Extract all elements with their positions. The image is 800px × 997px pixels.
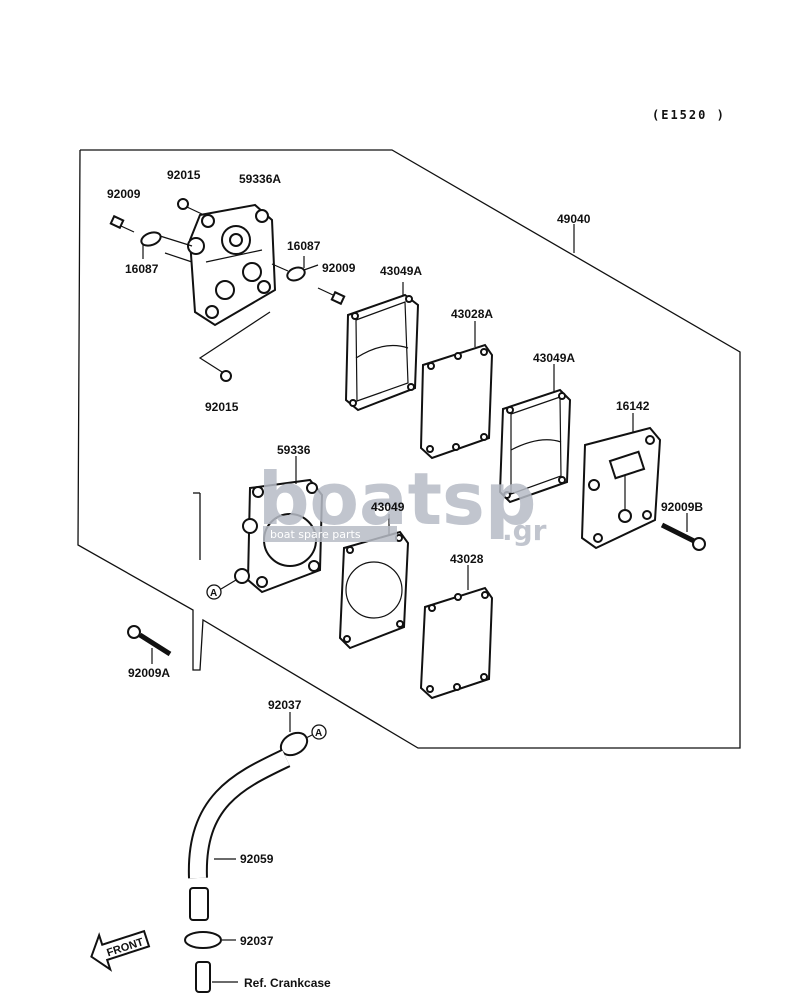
label-49040: 49040 bbox=[557, 212, 591, 226]
label-92009-right: 92009 bbox=[322, 261, 356, 275]
label-92015-top: 92015 bbox=[167, 168, 201, 182]
label-43049A-2: 43049A bbox=[533, 351, 575, 365]
gasket-43049 bbox=[338, 530, 410, 650]
label-92015-bottom: 92015 bbox=[205, 400, 239, 414]
label-92037-bottom: 92037 bbox=[240, 934, 274, 948]
leader-92015-bottom bbox=[198, 311, 271, 373]
pump-body-59336A bbox=[187, 203, 277, 327]
leader-body bbox=[164, 252, 193, 263]
label-59336: 59336 bbox=[277, 443, 311, 457]
label-92059: 92059 bbox=[240, 852, 274, 866]
svg-text:A: A bbox=[210, 588, 217, 599]
label-43028: 43028 bbox=[450, 552, 484, 566]
svg-text:boat spare parts: boat spare parts bbox=[270, 528, 361, 541]
label-16142: 16142 bbox=[616, 399, 650, 413]
fitting-16087-right bbox=[271, 263, 319, 282]
label-92009B: 92009B bbox=[661, 500, 703, 514]
bolt-92009B bbox=[660, 522, 706, 551]
cover-16142 bbox=[580, 426, 662, 550]
cap-92015-bottom bbox=[220, 370, 232, 382]
hose-fitting bbox=[189, 887, 209, 921]
label-43049: 43049 bbox=[371, 500, 405, 514]
bolt-92009A bbox=[127, 625, 172, 657]
front-arrow-icon: FRONT bbox=[90, 929, 151, 972]
connector-marker-a-2: A bbox=[305, 724, 327, 740]
cap-92015-top bbox=[177, 198, 189, 210]
svg-text:A: A bbox=[315, 728, 322, 739]
clamp-92037-bottom bbox=[184, 931, 222, 949]
leader-92015-top bbox=[186, 206, 205, 216]
gasket-43049A-1 bbox=[344, 293, 420, 412]
diaphragm-43028 bbox=[419, 586, 494, 700]
label-92009-left: 92009 bbox=[107, 187, 141, 201]
watermark: boatsp .gr boat spare parts bbox=[258, 457, 547, 547]
label-43028A: 43028A bbox=[451, 307, 493, 321]
label-92037-top: 92037 bbox=[268, 698, 302, 712]
fitting-16087-left bbox=[140, 231, 193, 247]
label-59336A: 59336A bbox=[239, 172, 281, 186]
label-ref-crankcase: Ref. Crankcase bbox=[244, 976, 331, 990]
label-16087-left: 16087 bbox=[125, 262, 159, 276]
bolt-92009-right bbox=[317, 287, 346, 306]
diaphragm-43028A bbox=[419, 343, 494, 460]
diagram-code: (E1520 ) bbox=[652, 108, 726, 122]
gasket-43049A-2 bbox=[498, 388, 572, 504]
svg-text:.gr: .gr bbox=[502, 514, 547, 547]
label-43049A-1: 43049A bbox=[380, 264, 422, 278]
label-16087-right: 16087 bbox=[287, 239, 321, 253]
bolt-92009-left bbox=[109, 214, 135, 233]
assembly-frame bbox=[77, 149, 741, 749]
connector-marker-a-1: A bbox=[206, 579, 237, 600]
label-92009A: 92009A bbox=[128, 666, 170, 680]
crankcase-nipple bbox=[195, 961, 238, 993]
hose-92059 bbox=[189, 750, 290, 879]
